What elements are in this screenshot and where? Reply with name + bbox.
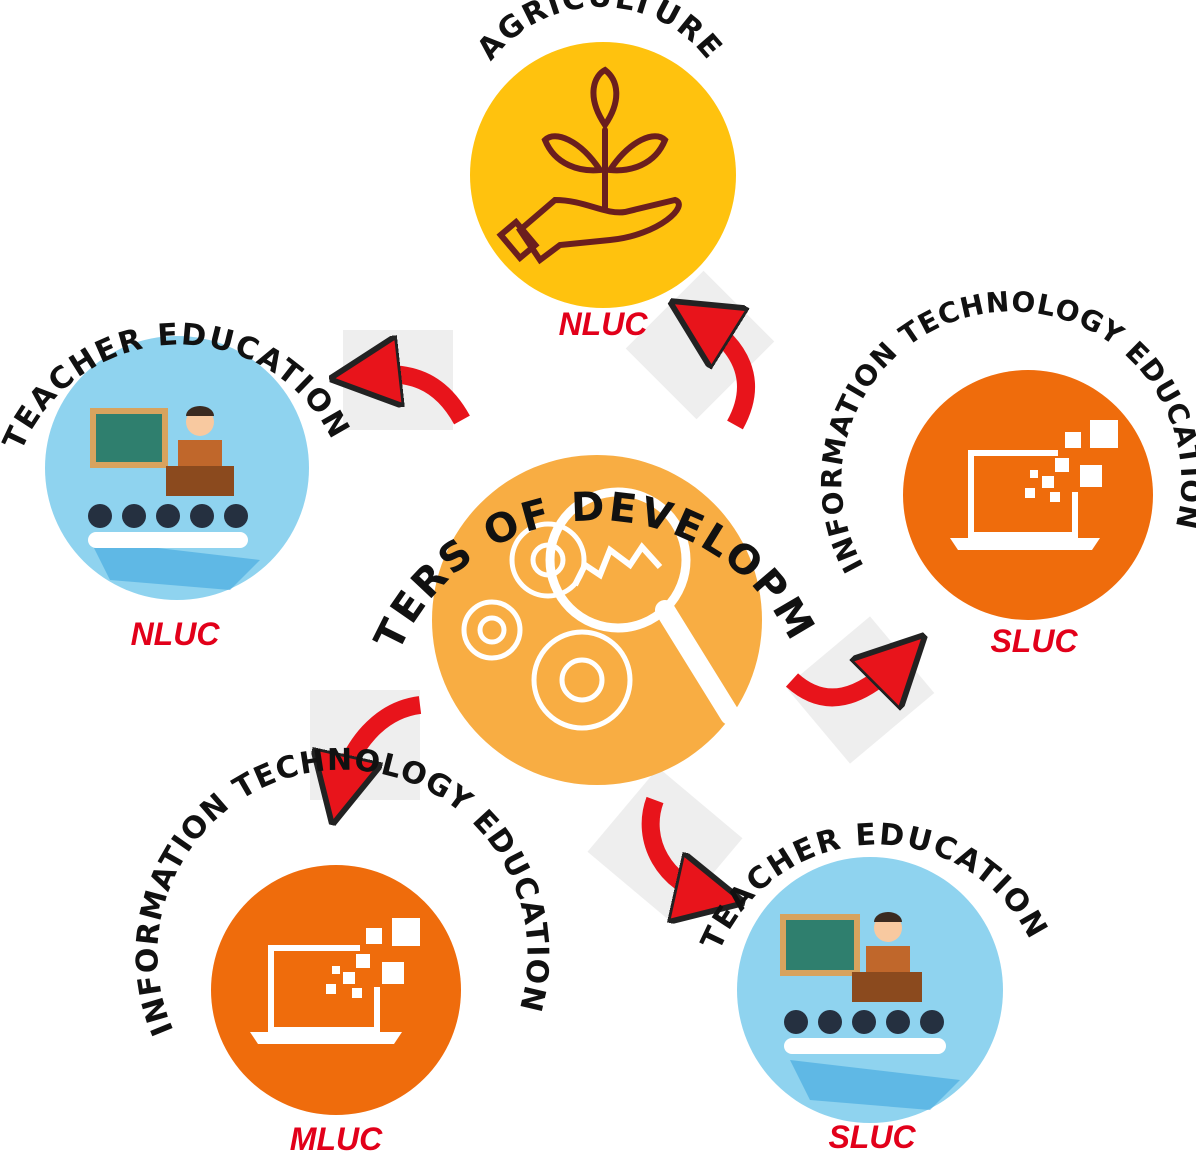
gears-magnifier-icon — [461, 487, 740, 731]
arrow-to-teacher-education-sluc — [641, 796, 710, 895]
arrow-to-ite-mluc — [340, 696, 422, 790]
flow-arrows — [340, 320, 900, 895]
teacher-classroom-icon — [780, 912, 946, 1054]
arrow-to-teacher-education-nluc — [365, 374, 470, 425]
campus-agriculture: NLUC — [559, 306, 649, 342]
laptop-pixels-icon — [950, 420, 1118, 550]
node-teacher-education-sluc: TEACHER EDUCATION SLUC — [694, 817, 1052, 1155]
teacher-classroom-icon — [88, 406, 248, 548]
campus-teacher-education-sluc: SLUC — [828, 1119, 916, 1155]
campus-ite-mluc: MLUC — [290, 1121, 383, 1157]
arrow-to-ite-sluc — [785, 660, 900, 697]
arrow-to-agriculture — [700, 320, 755, 430]
campus-ite-sluc: SLUC — [990, 623, 1078, 659]
node-ite-mluc: INFORMATION TECHNOLOGY EDUCATION MLUC — [130, 743, 554, 1157]
node-teacher-education-nluc: TEACHER EDUCATION NLUC — [0, 317, 355, 652]
plant-in-hand-icon — [496, 66, 682, 265]
laptop-pixels-icon — [250, 918, 420, 1044]
campus-teacher-education-nluc: NLUC — [131, 616, 221, 652]
node-ite-sluc: INFORMATION TECHNOLOGY EDUCATION SLUC — [815, 285, 1196, 659]
